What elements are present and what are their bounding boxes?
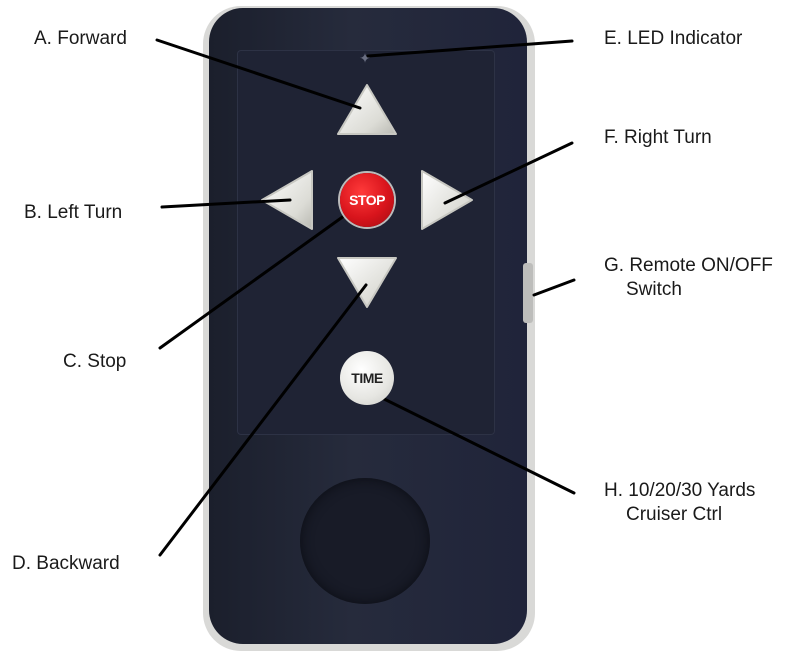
callout-line-f bbox=[443, 141, 574, 205]
led-indicator-icon: ✦ bbox=[359, 50, 371, 66]
label-stop: C. Stop bbox=[63, 351, 127, 372]
callout-line-h bbox=[368, 390, 576, 495]
label-cruiser-ctrl-line2: Cruiser Ctrl bbox=[626, 504, 723, 525]
callout-line-a bbox=[155, 38, 362, 110]
label-left-turn: B. Left Turn bbox=[24, 202, 123, 223]
label-remote-switch-line1: G. Remote ON/OFF bbox=[604, 255, 773, 276]
label-forward: A. Forward bbox=[34, 28, 127, 49]
forward-button[interactable] bbox=[337, 84, 397, 135]
label-led-indicator: E. LED Indicator bbox=[604, 28, 743, 49]
right-turn-button[interactable] bbox=[421, 170, 473, 230]
label-remote-switch: G. Remote ON/OFF Switch bbox=[604, 254, 773, 302]
backward-button[interactable] bbox=[337, 257, 397, 308]
stop-button[interactable]: STOP bbox=[340, 173, 394, 227]
label-backward: D. Backward bbox=[12, 553, 120, 574]
label-cruiser-ctrl-line1: H. 10/20/30 Yards bbox=[604, 480, 756, 501]
time-button[interactable]: TIME bbox=[340, 351, 394, 405]
label-cruiser-ctrl: H. 10/20/30 Yards Cruiser Ctrl bbox=[604, 479, 755, 527]
callout-line-b bbox=[160, 198, 292, 209]
speaker-grille bbox=[300, 478, 430, 604]
callout-line-g bbox=[532, 278, 576, 297]
label-right-turn: F. Right Turn bbox=[604, 127, 712, 148]
callout-line-e bbox=[366, 39, 574, 58]
on-off-switch[interactable] bbox=[523, 263, 533, 323]
callout-line-c bbox=[158, 201, 364, 350]
callout-line-d bbox=[158, 283, 368, 557]
label-remote-switch-line2: Switch bbox=[626, 279, 682, 300]
